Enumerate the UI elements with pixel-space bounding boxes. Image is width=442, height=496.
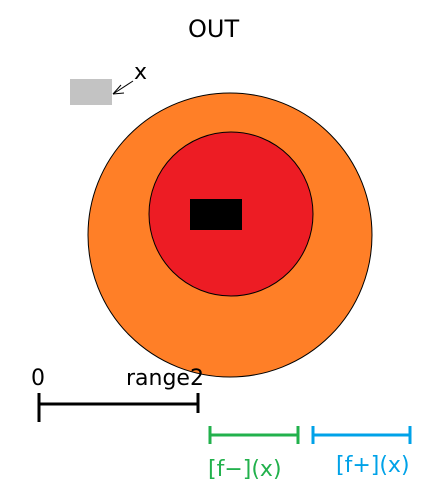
interval-f-plus-bar [311, 426, 412, 444]
scale-start-label: 0 [31, 366, 45, 391]
diagram-title: OUT [188, 15, 240, 43]
center-block [190, 199, 242, 230]
scale-end-label: range2 [126, 366, 204, 391]
interval-f-minus-label: [f−](x) [208, 457, 282, 482]
interval-f-plus-label: [f+](x) [336, 453, 410, 478]
interval-f-minus-bar [208, 426, 300, 444]
point-x-label: x [134, 60, 148, 85]
range-scale-bar [37, 393, 200, 422]
point-x-arrow [112, 80, 134, 95]
point-x-block [70, 79, 112, 105]
